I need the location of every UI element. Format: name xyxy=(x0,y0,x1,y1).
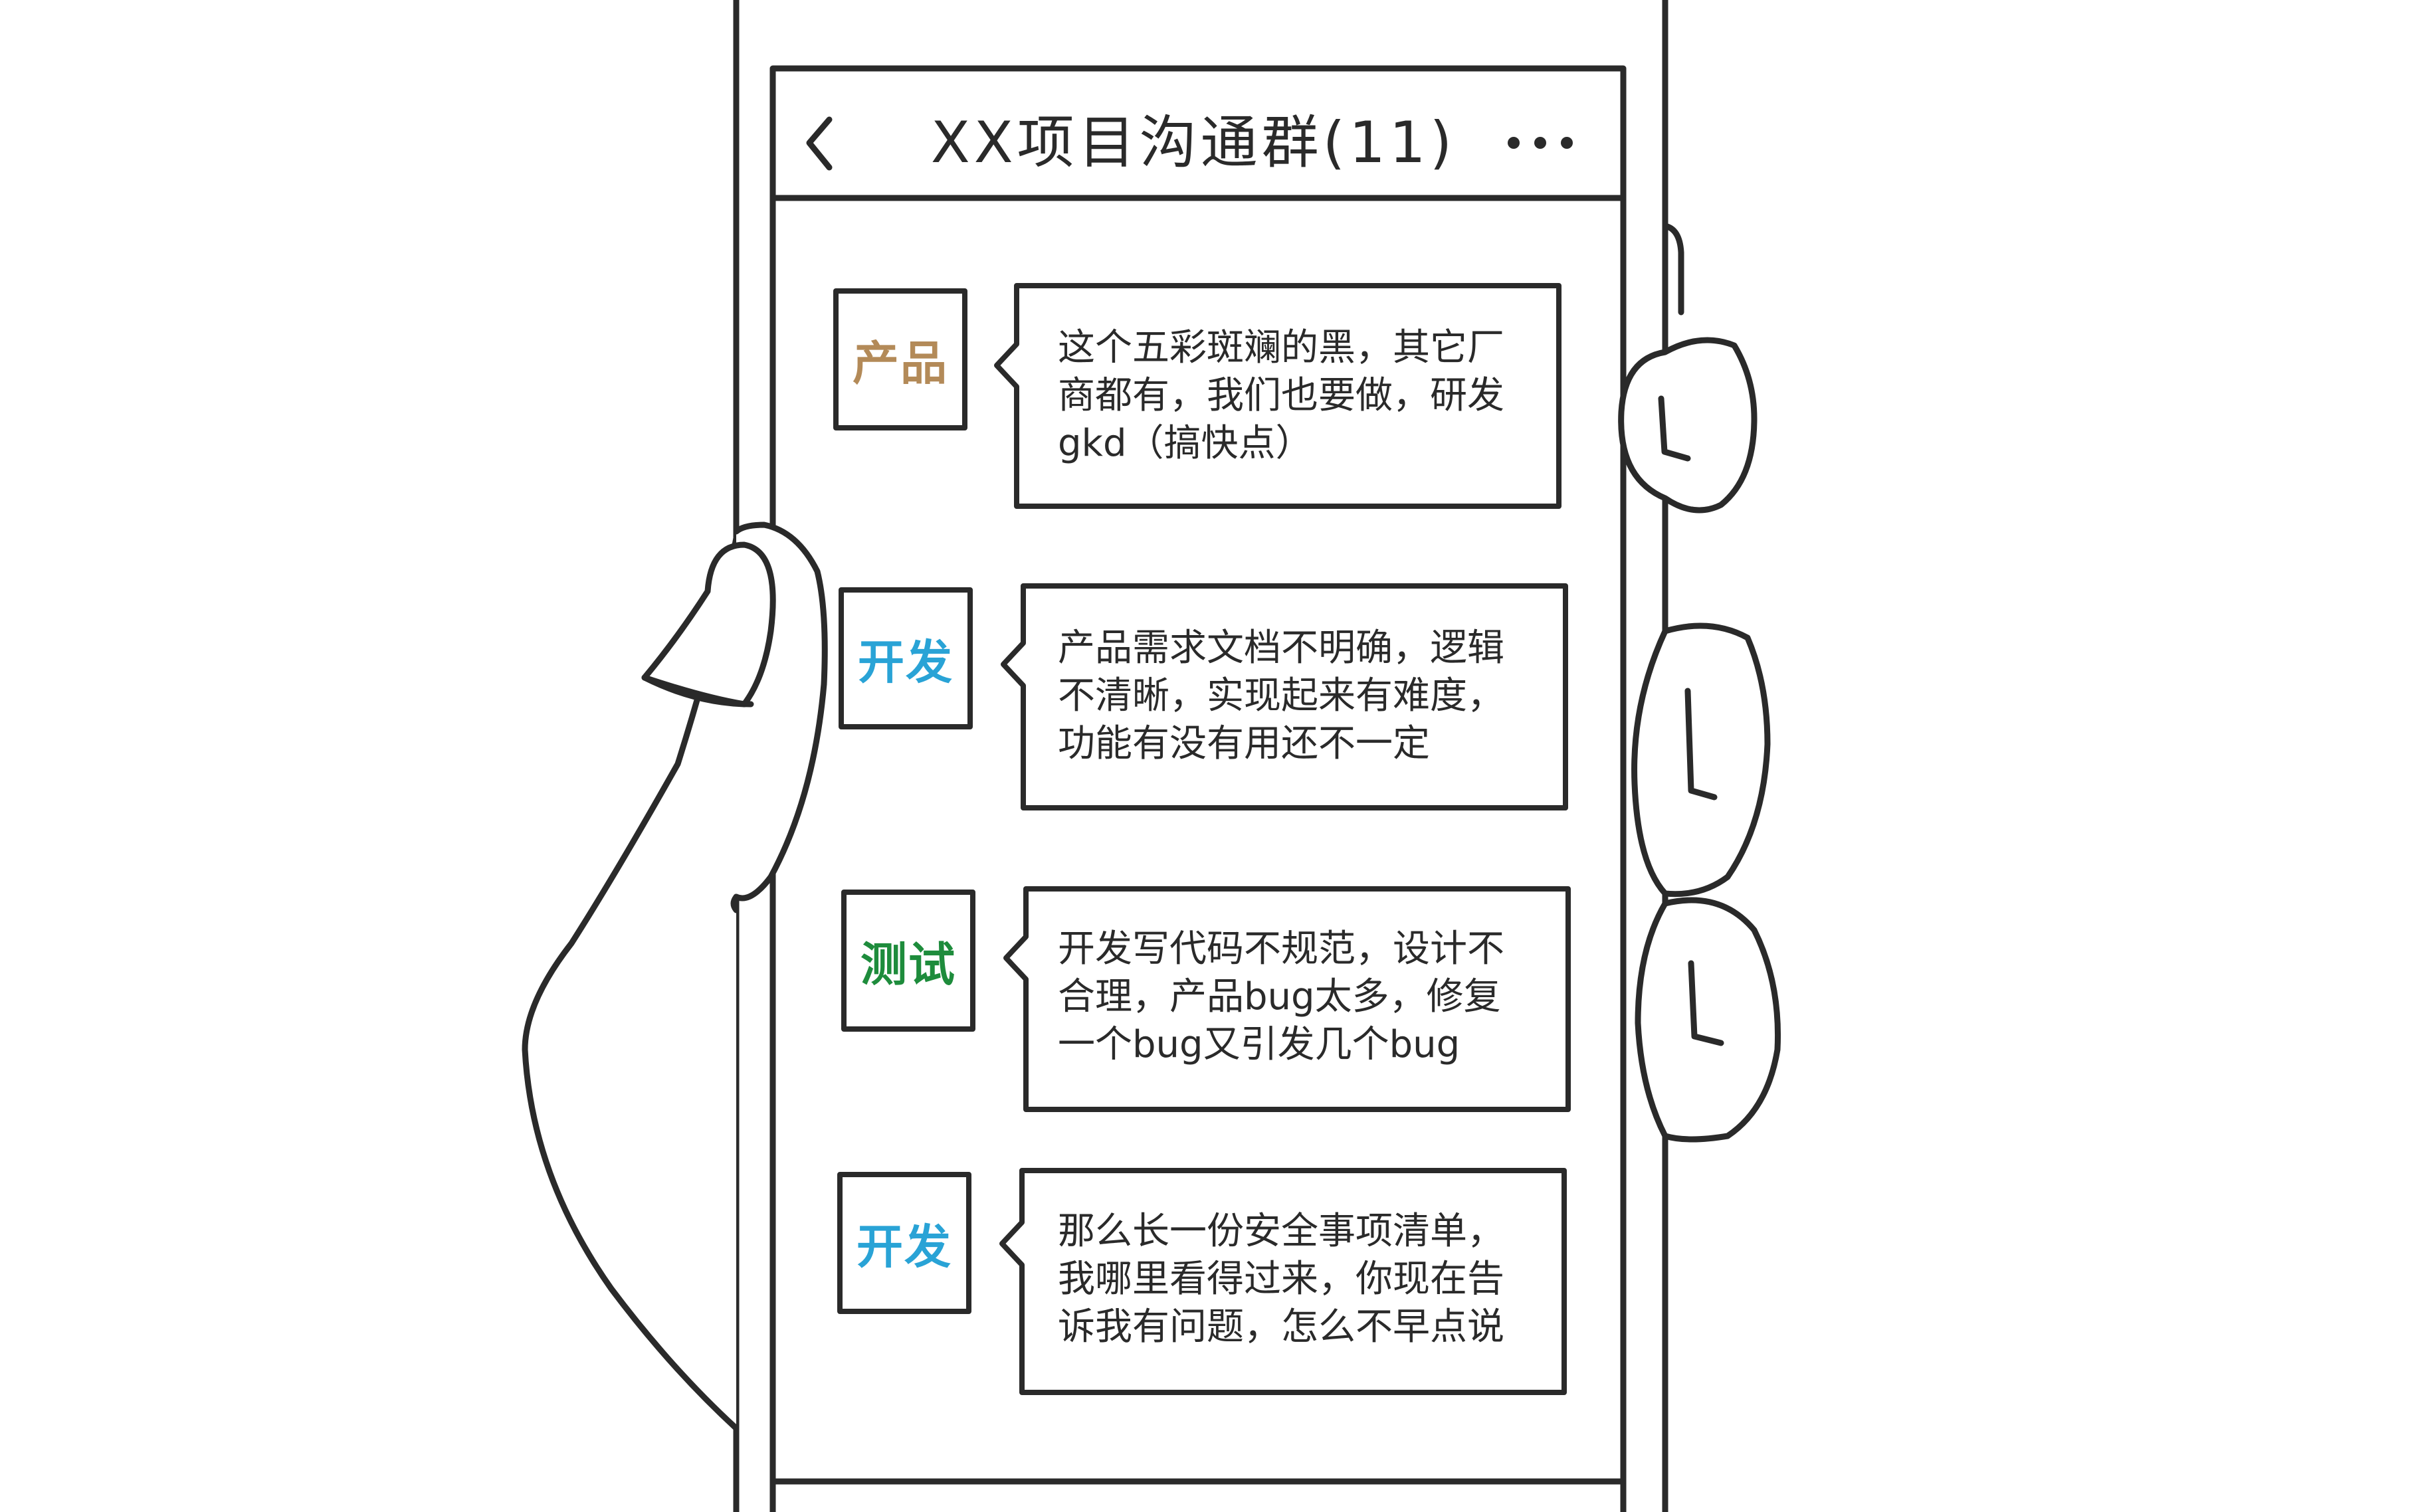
back-button[interactable] xyxy=(783,106,856,179)
message-line: 产品需求文档不明确，逻辑 xyxy=(1058,626,1504,670)
message-line: 功能有没有用还不一定 xyxy=(1058,722,1430,765)
message-line: 一个bug又引发几个bug xyxy=(1058,1023,1460,1066)
more-button[interactable] xyxy=(1487,106,1593,179)
message-bubble: 那么长一份安全事项清单， 我哪里看得过来，你现在告 诉我有问题，怎么不早点说 xyxy=(1058,1208,1523,1351)
sender-avatar-tester[interactable]: 测试 xyxy=(860,937,956,992)
message-bubble: 开发写代码不规范，设计不 合理，产品bug太多，修复 一个bug又引发几个bug xyxy=(1058,925,1523,1069)
message-line: 不清晰，实现起来有难度， xyxy=(1058,674,1504,717)
message-line: 那么长一份安全事项清单， xyxy=(1058,1210,1504,1253)
message-bubble: 这个五彩斑斓的黑，其它厂 商都有，我们也要做，研发 gkd（搞快点） xyxy=(1058,324,1523,468)
message-line: 开发写代码不规范，设计不 xyxy=(1058,927,1504,971)
chat-title: XX项目沟通群(11) xyxy=(930,110,1457,176)
message-line: gkd（搞快点） xyxy=(1058,422,1313,465)
message-line: 我哪里看得过来，你现在告 xyxy=(1058,1258,1504,1301)
sender-avatar-product[interactable]: 产品 xyxy=(853,335,948,391)
message-line: 合理，产品bug太多，修复 xyxy=(1058,975,1501,1018)
more-dots-icon xyxy=(1508,137,1573,149)
chevron-left-icon xyxy=(806,116,833,171)
sender-avatar-developer[interactable]: 开发 xyxy=(858,634,954,690)
message-line: 诉我有问题，怎么不早点说 xyxy=(1058,1305,1504,1349)
message-line: 这个五彩斑斓的黑，其它厂 xyxy=(1058,326,1504,369)
sender-avatar-developer[interactable]: 开发 xyxy=(856,1219,952,1274)
message-line: 商都有，我们也要做，研发 xyxy=(1058,374,1504,417)
message-bubble: 产品需求文档不明确，逻辑 不清晰，实现起来有难度， 功能有没有用还不一定 xyxy=(1058,624,1523,768)
